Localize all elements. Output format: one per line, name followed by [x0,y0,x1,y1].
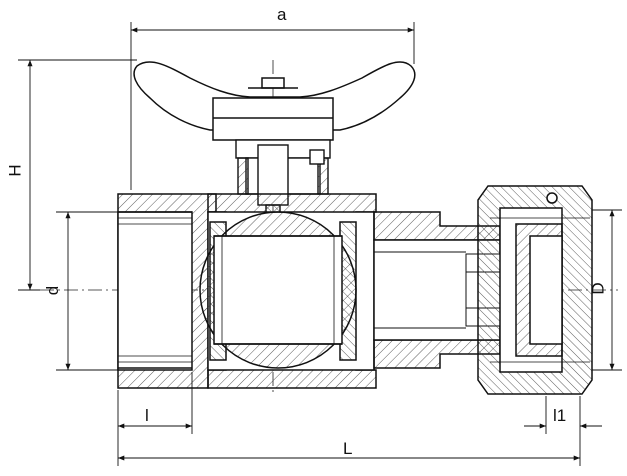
dimension-a-label: a [277,5,287,24]
dimension-H-label: H [5,164,25,177]
butterfly-handle [133,61,416,141]
dimension-l-label: l [145,406,149,425]
dimension-l1-label: l1 [553,406,567,425]
union-nut [477,185,593,395]
valve-body-left [117,193,217,389]
dimension-D-label: D [588,282,608,295]
dimension-d-label: d [43,285,63,296]
dimension-L-label: L [343,439,353,458]
dimension-lines [18,22,622,466]
valve-ball [199,211,357,369]
